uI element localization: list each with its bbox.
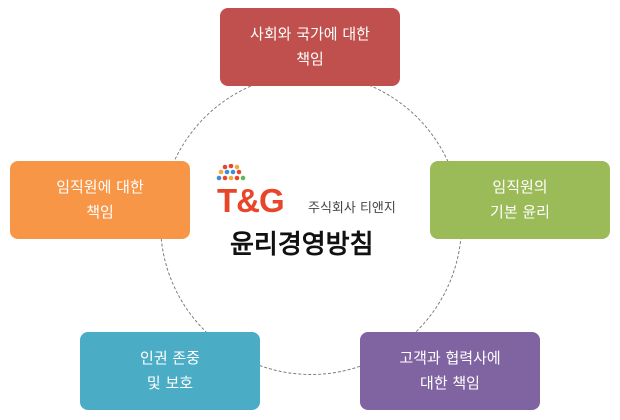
node-line2: 대한 책임 (420, 374, 480, 392)
logo-company: 주식회사 티앤지 (308, 201, 396, 216)
node-line2: 기본 윤리 (490, 203, 550, 221)
node-line1: 임직원의 (492, 178, 548, 196)
node-line2: 및 보호 (146, 374, 194, 392)
node-line1: 고객과 협력사에 (399, 349, 501, 367)
node-line2: 책임 (86, 203, 114, 221)
node-line1: 임직원에 대한 (56, 178, 144, 196)
logo-dots-icon (216, 164, 246, 181)
node-line2: 책임 (296, 50, 324, 68)
logo-brand: T&G (217, 182, 285, 219)
node-line1: 사회와 국가에 대한 (250, 25, 370, 43)
diagram-title: 윤리경영방침 (230, 230, 374, 260)
node-line1: 인권 존중 (140, 349, 200, 367)
